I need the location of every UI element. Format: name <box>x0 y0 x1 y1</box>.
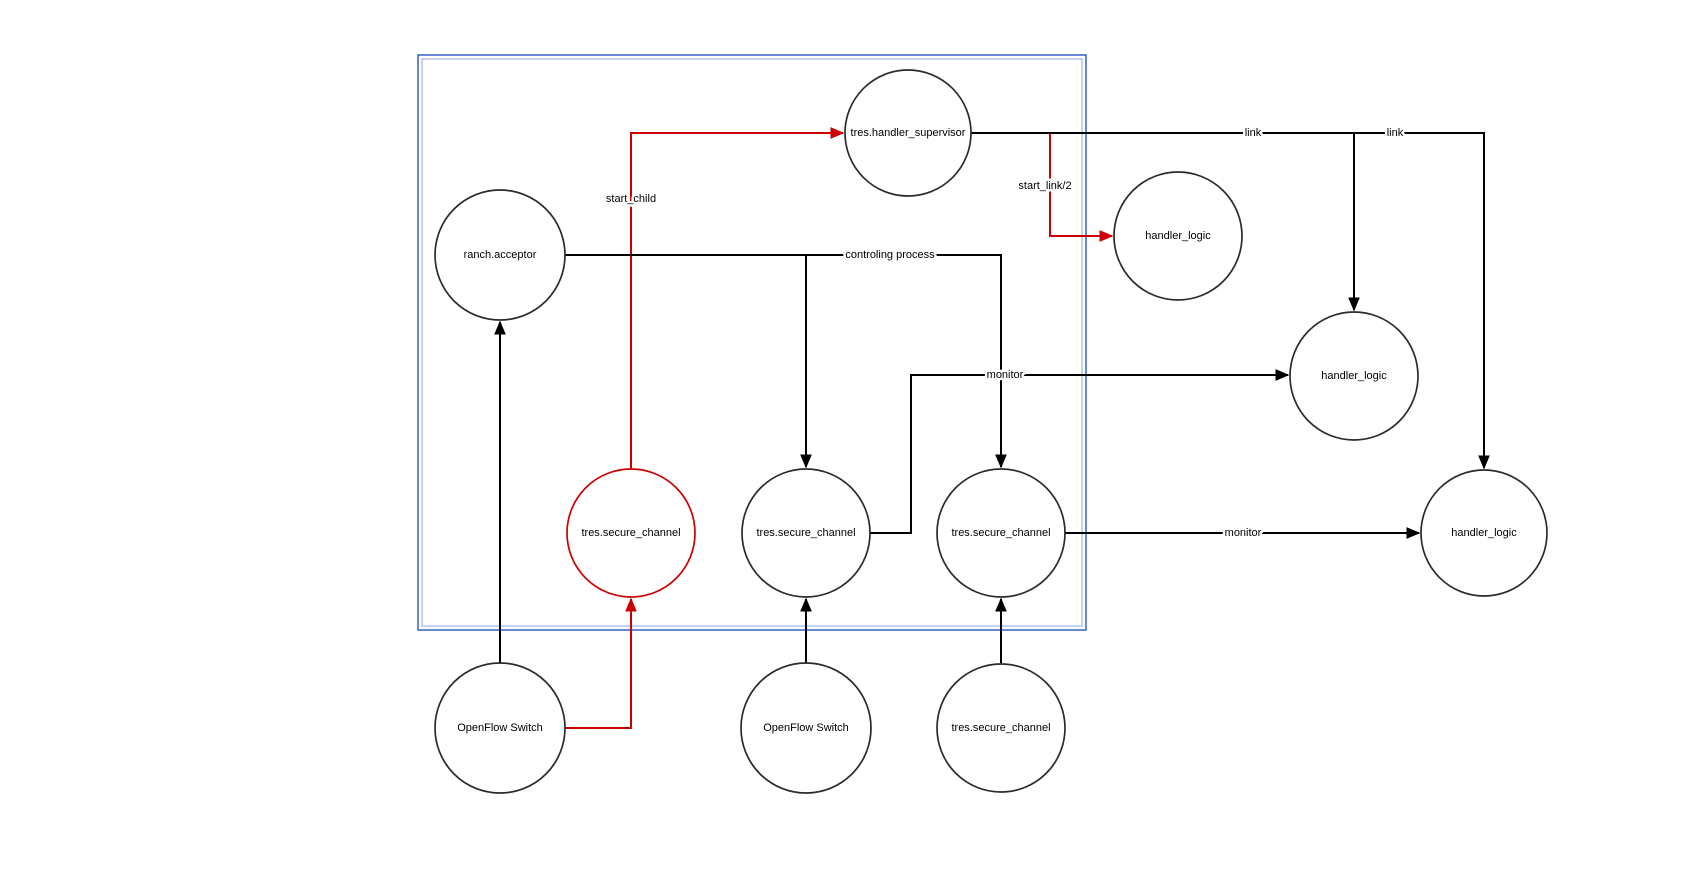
node-ranch-acceptor: ranch.acceptor <box>434 189 566 321</box>
node-circle-handler-supervisor <box>844 69 972 197</box>
node-secure-channel-2: tres.secure_channel <box>741 468 871 598</box>
edge-label-link-inner: link <box>1245 127 1262 139</box>
node-secure-channel-red: tres.secure_channel <box>566 468 696 598</box>
node-label-secure-channel-red: tres.secure_channel <box>581 527 680 539</box>
node-label-handler-logic-3: handler_logic <box>1451 527 1517 539</box>
node-circle-handler-logic-1 <box>1113 171 1243 301</box>
node-circle-secure-channel-2 <box>741 468 871 598</box>
node-handler-logic-1: handler_logic <box>1113 171 1243 301</box>
edge-label-link-outer: link <box>1387 127 1404 139</box>
edge-label-controlling-process: controling process <box>845 249 935 261</box>
supervision-boundary-outer <box>417 54 1087 631</box>
edge-link-outer <box>1354 132 1490 470</box>
edge-controlling-process <box>565 254 1007 469</box>
node-openflow-switch-2: OpenFlow Switch <box>740 662 872 794</box>
node-circle-openflow-switch-2 <box>740 662 872 794</box>
edge-monitor-inner <box>870 369 1290 534</box>
edge-label-monitor-outer: monitor <box>1225 527 1262 539</box>
node-label-openflow-switch-1: OpenFlow Switch <box>457 722 543 734</box>
node-label-ranch-acceptor: ranch.acceptor <box>464 249 537 261</box>
node-circle-secure-channel-4 <box>936 663 1066 793</box>
node-circle-secure-channel-red <box>566 468 696 598</box>
node-label-handler-logic-1: handler_logic <box>1145 230 1211 242</box>
edge-label-start-link: start_link/2 <box>1018 180 1071 192</box>
edge-switch1-to-red-channel <box>565 597 637 729</box>
edge-start-child <box>630 127 845 469</box>
node-circle-ranch-acceptor <box>434 189 566 321</box>
node-handler-logic-2: handler_logic <box>1289 311 1419 441</box>
node-handler-logic-3: handler_logic <box>1420 469 1548 597</box>
node-handler-supervisor: tres.handler_supervisor <box>844 69 972 197</box>
node-secure-channel-3: tres.secure_channel <box>936 468 1066 598</box>
node-label-openflow-switch-2: OpenFlow Switch <box>763 722 849 734</box>
node-label-handler-logic-2: handler_logic <box>1321 370 1387 382</box>
node-label-secure-channel-2: tres.secure_channel <box>756 527 855 539</box>
node-label-secure-channel-3: tres.secure_channel <box>951 527 1050 539</box>
node-openflow-switch-1: OpenFlow Switch <box>434 662 566 794</box>
node-label-secure-channel-4: tres.secure_channel <box>951 722 1050 734</box>
node-secure-channel-4: tres.secure_channel <box>936 663 1066 793</box>
node-circle-handler-logic-2 <box>1289 311 1419 441</box>
edge-label-monitor-inner: monitor <box>987 369 1024 381</box>
edge-label-start-child: start_child <box>606 193 656 205</box>
node-circle-handler-logic-3 <box>1420 469 1548 597</box>
node-label-handler-supervisor: tres.handler_supervisor <box>851 127 966 139</box>
supervision-boundary-inner <box>421 58 1083 627</box>
node-circle-openflow-switch-1 <box>434 662 566 794</box>
node-circle-secure-channel-3 <box>936 468 1066 598</box>
